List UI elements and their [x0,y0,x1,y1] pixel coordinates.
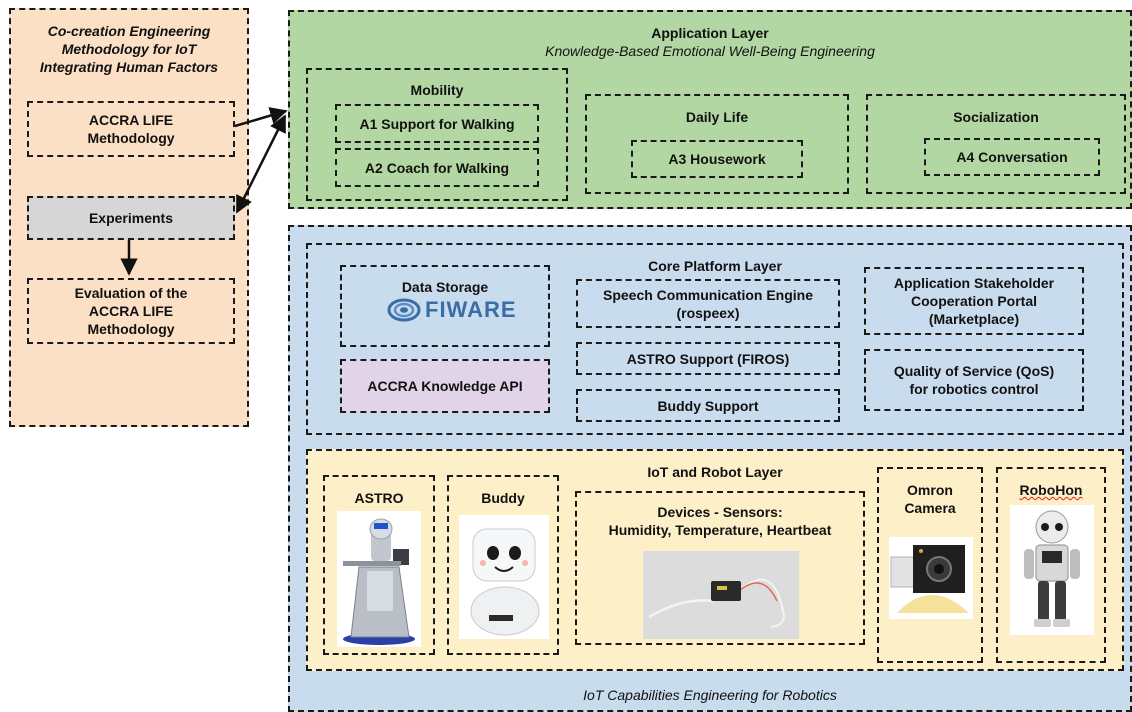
socialization-title: Socialization [953,109,1039,125]
stakeholder-portal-box: Application Stakeholder Cooperation Port… [864,267,1084,335]
methodology-title-line3: Integrating Human Factors [39,59,219,75]
robohon-robot-image [1010,505,1094,635]
stakeholder-portal-label-line3: (Marketplace) [928,311,1020,327]
devices-sensors-list: Humidity, Temperature, Heartbeat [608,522,832,538]
mobility-title: Mobility [410,82,464,98]
iot-capabilities-layer: IoT Capabilities Engineering for Robotic… [288,225,1132,712]
devices-sensors-box: Devices - Sensors: Humidity, Temperature… [575,491,865,645]
daily-life-box: Daily Life A3 Housework [585,94,849,194]
a1-support-walking-label: A1 Support for Walking [359,115,515,132]
omron-label-line2: Camera [904,500,956,516]
a4-conversation-label: A4 Conversation [956,149,1068,165]
application-layer-subtitle: Knowledge-Based Emotional Well-Being Eng… [545,43,875,59]
qos-box: Quality of Service (QoS) for robotics co… [864,349,1084,411]
arrow-methodology-to-application [234,107,288,128]
sensor-device-image [643,551,799,639]
experiments-box: Experiments [27,196,235,240]
iot-robot-layer: IoT and Robot Layer ASTRO Buddy [306,449,1124,671]
experiments-label: Experiments [88,210,174,226]
omron-camera-image [889,537,973,619]
accra-knowledge-api-label: ACCRA Knowledge API [367,378,523,394]
methodology-title-line1: Co-creation Engineering [47,23,211,39]
evaluation-label-line3: Methodology [87,321,175,337]
qos-label-line1: Quality of Service (QoS) [893,363,1055,379]
accra-life-label: ACCRA LIFE [88,112,174,128]
methodology-panel: Co-creation Engineering Methodology for … [9,8,249,427]
astro-support-label: ASTRO Support (FIROS) [626,350,790,367]
core-platform-title: Core Platform Layer [648,258,782,274]
omron-camera-label: Omron Camera [879,481,981,517]
accra-methodology-label: Methodology [87,130,175,146]
core-platform-layer: Core Platform Layer Data Storage FIWARE … [306,243,1124,435]
buddy-support-label: Buddy Support [657,397,759,414]
accra-life-methodology-box: ACCRA LIFE Methodology [27,101,235,157]
astro-robot-box: ASTRO [323,475,435,655]
application-layer: Application Layer Knowledge-Based Emotio… [288,10,1132,209]
methodology-title: Co-creation Engineering Methodology for … [11,22,247,76]
a2-coach-walking-box: A2 Coach for Walking [335,148,539,187]
mobility-box: Mobility A1 Support for Walking A2 Coach… [306,68,568,201]
stakeholder-portal-label-line2: Cooperation Portal [910,293,1037,309]
accra-knowledge-api-box: ACCRA Knowledge API [340,359,550,413]
data-storage-box: Data Storage FIWARE [340,265,550,347]
daily-life-title: Daily Life [685,109,749,125]
stakeholder-portal-label-line1: Application Stakeholder [893,275,1055,291]
buddy-robot-image [459,515,549,639]
a4-conversation-box: A4 Conversation [924,138,1100,176]
a3-housework-box: A3 Housework [631,140,803,178]
iot-capabilities-footer: IoT Capabilities Engineering for Robotic… [583,687,837,703]
a3-housework-label: A3 Housework [668,151,766,167]
evaluation-label-line1: Evaluation of the [74,285,188,301]
omron-camera-box: Omron Camera [877,467,983,663]
arrow-application-to-experiments [235,114,287,214]
evaluation-label-line2: ACCRA LIFE [88,303,174,319]
speech-engine-label: Speech Communication Engine [602,286,814,303]
fiware-logo-text: FIWARE [425,297,517,322]
robohon-box: RoboHon [996,467,1106,663]
methodology-title-line2: Methodology for IoT [61,41,197,57]
devices-sensors-title: Devices - Sensors: [657,504,783,520]
buddy-robot-label: Buddy [481,490,525,506]
application-layer-title: Application Layer [651,25,769,41]
robohon-label: RoboHon [1019,482,1083,498]
buddy-robot-box: Buddy [447,475,559,655]
fiware-swirl-icon [387,298,421,322]
speech-engine-box: Speech Communication Engine (rospeex) [576,279,840,328]
data-storage-label: Data Storage [401,279,489,295]
astro-support-box: ASTRO Support (FIROS) [576,342,840,375]
iot-robot-layer-title: IoT and Robot Layer [647,464,783,480]
omron-label-line1: Omron [907,482,953,498]
socialization-box: Socialization A4 Conversation [866,94,1126,194]
buddy-support-box: Buddy Support [576,389,840,422]
fiware-logo: FIWARE [387,297,517,323]
a1-support-walking-box: A1 Support for Walking [335,104,539,143]
evaluation-box: Evaluation of the ACCRA LIFE Methodology [27,278,235,344]
a2-coach-walking-label: A2 Coach for Walking [364,159,510,176]
qos-label-line2: for robotics control [909,381,1039,397]
astro-robot-label: ASTRO [354,490,404,506]
astro-robot-image [337,511,421,647]
speech-engine-sublabel: (rospeex) [676,304,740,321]
